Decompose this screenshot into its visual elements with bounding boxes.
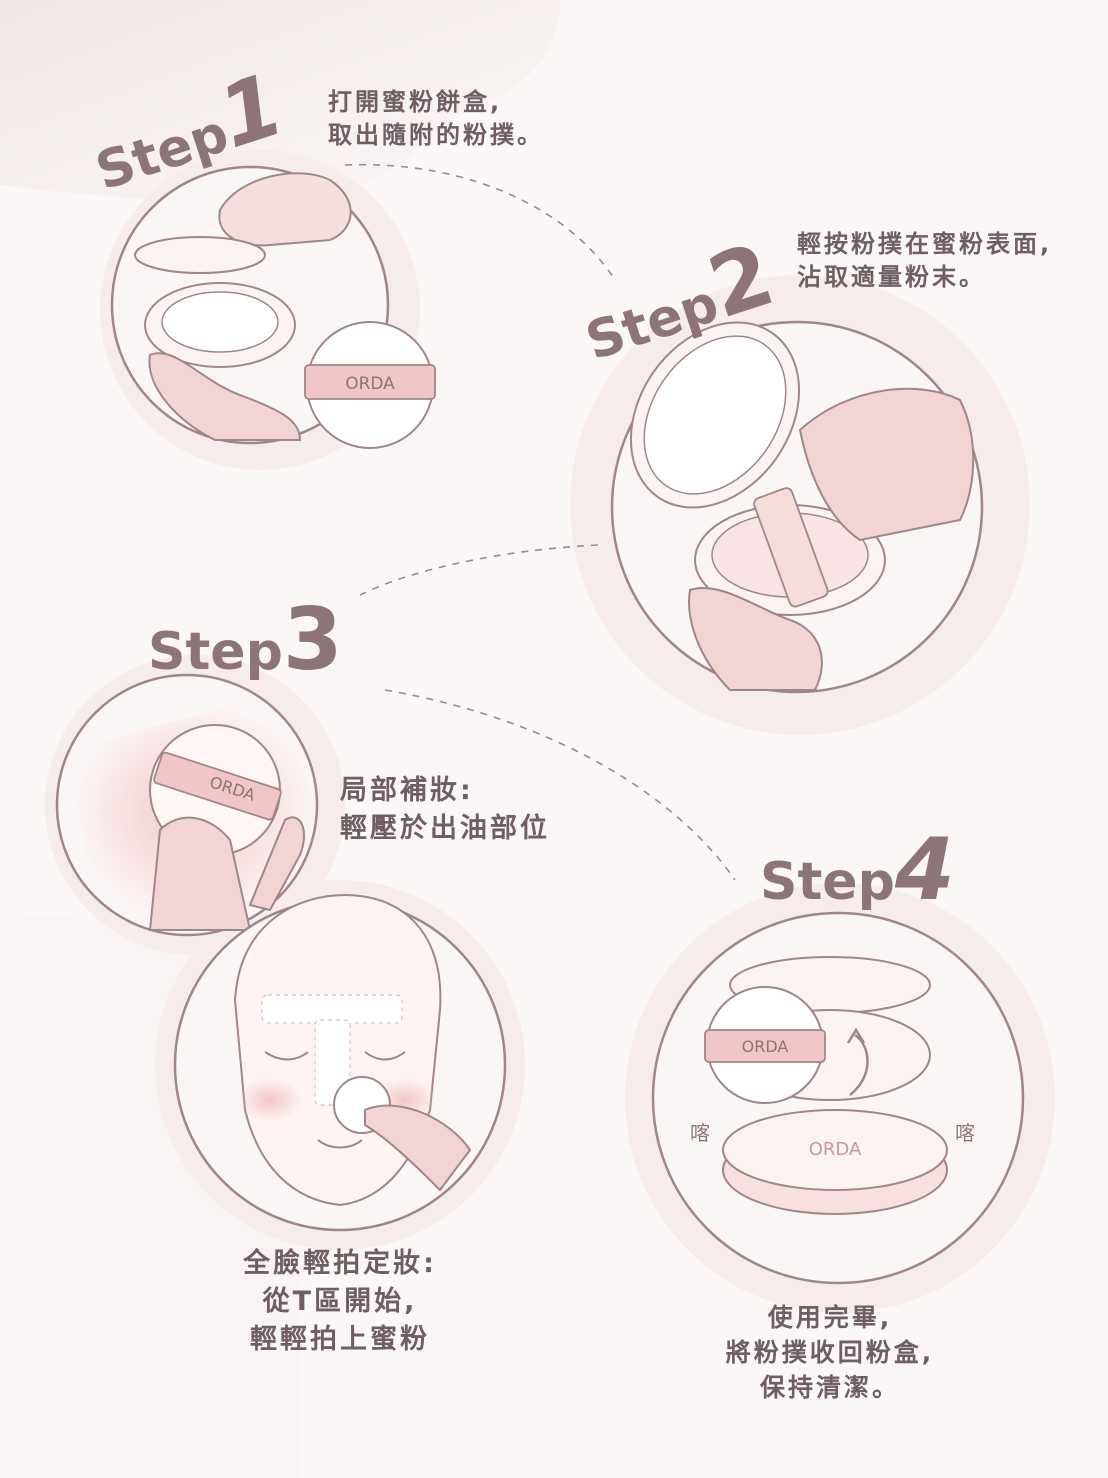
click-sound-left: 喀 [690, 1121, 710, 1145]
step4-number: 4 [895, 820, 955, 920]
step4-heading: Step4 [760, 820, 955, 920]
step3-number: 3 [283, 590, 343, 690]
click-sound-right: 喀 [955, 1121, 975, 1145]
step3-word: Step [148, 622, 283, 682]
step1-puff-brand: ORDA [345, 374, 395, 394]
step4-compact-brand: ORDA [809, 1139, 862, 1160]
step4-word: Step [760, 852, 895, 912]
step1-illustration: ORDA [112, 167, 435, 448]
step1-text: 打開蜜粉餅盒, 取出隨附的粉撲。 [328, 86, 544, 152]
step4-puff-brand: ORDA [742, 1037, 789, 1056]
step4-text: 使用完畢, 將粉撲收回粉盒, 保持清潔。 [700, 1300, 960, 1405]
step3-spot-text: 局部補妝: 輕壓於出油部位 [340, 772, 550, 848]
step3-spot-illustration: ORDA [57, 675, 320, 935]
step4-illustration: ORDA ORDA 喀 喀 [653, 913, 1023, 1283]
step3-heading: Step3 [148, 590, 343, 690]
step3-full-text: 全臉輕拍定妝: 從T區開始, 輕輕拍上蜜粉 [220, 1245, 460, 1359]
step2-text: 輕按粉撲在蜜粉表面, 沾取適量粉末。 [797, 228, 1052, 294]
